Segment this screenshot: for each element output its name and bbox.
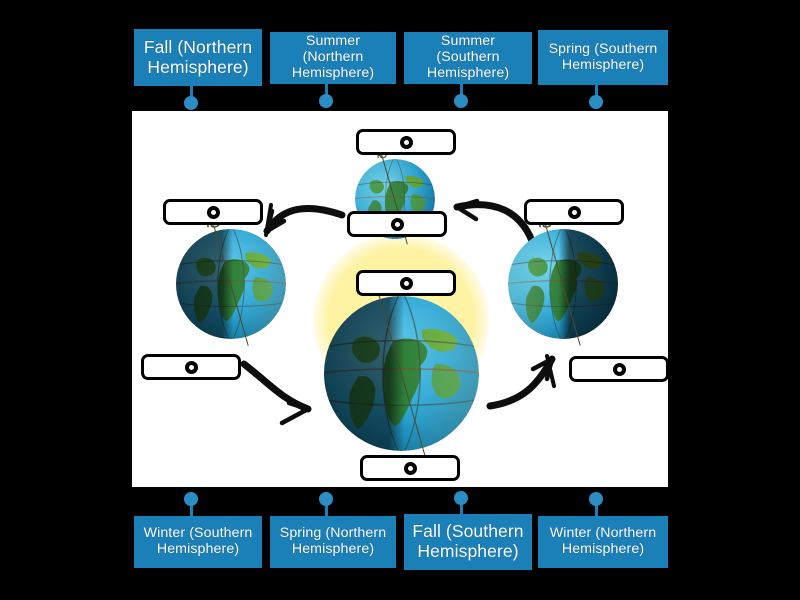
- ring-icon: [403, 461, 417, 475]
- ring-icon: [399, 135, 413, 149]
- season-label-chip[interactable]: Spring (Southern Hemisphere): [538, 30, 668, 85]
- globe-surface: [324, 296, 479, 451]
- earth-globe: [324, 281, 479, 461]
- dropzone-center[interactable]: [356, 270, 456, 296]
- ring-icon: [567, 205, 581, 219]
- season-label-chip[interactable]: Fall (Southern Hemisphere): [404, 514, 532, 570]
- orbit-arrow-bottom-right: [486, 354, 556, 410]
- dropzone-bottom[interactable]: [360, 455, 460, 481]
- label-connector: [184, 492, 198, 518]
- label-connector: [319, 84, 333, 108]
- dot-icon: [589, 95, 603, 109]
- label-connector: [589, 85, 603, 109]
- diagram-panel: [131, 110, 669, 488]
- dropzone-right-upper[interactable]: [524, 199, 624, 225]
- connector-stalk: [325, 502, 328, 516]
- dropzone-left-upper[interactable]: [163, 199, 263, 225]
- connector-stalk: [190, 502, 193, 516]
- globe-surface: [508, 229, 618, 339]
- dot-icon: [454, 94, 468, 108]
- season-label-chip[interactable]: Summer (Southern Hemisphere): [404, 32, 532, 84]
- connector-stalk: [325, 84, 328, 98]
- dot-icon: [184, 492, 198, 506]
- connector-stalk: [460, 501, 463, 514]
- earth-globe: [176, 218, 286, 346]
- connector-stalk: [460, 84, 463, 98]
- dropzone-right-lower[interactable]: [569, 356, 668, 382]
- label-connector: [319, 492, 333, 518]
- season-label-chip[interactable]: Winter (Northern Hemisphere): [538, 516, 668, 568]
- label-connector: [184, 86, 198, 110]
- dot-icon: [319, 94, 333, 108]
- ring-icon: [612, 362, 626, 376]
- orbit-arrow-top-right: [453, 198, 536, 245]
- season-label-chip[interactable]: Summer (Northern Hemisphere): [270, 32, 396, 84]
- globe-surface: [176, 229, 286, 339]
- season-label-chip[interactable]: Fall (Northern Hemisphere): [134, 29, 262, 86]
- label-connector: [589, 492, 603, 518]
- orbit-arrow-bottom-left: [240, 360, 312, 426]
- ring-icon: [399, 276, 413, 290]
- dropzone-top-above[interactable]: [356, 129, 456, 155]
- connector-stalk: [190, 86, 193, 100]
- ring-icon: [390, 217, 404, 231]
- dropzone-top-below[interactable]: [347, 211, 447, 237]
- dot-icon: [454, 491, 468, 505]
- ring-icon: [184, 360, 198, 374]
- dropzone-left-lower[interactable]: [141, 354, 241, 380]
- orbit-arrow-top-left: [263, 203, 346, 237]
- dot-icon: [184, 96, 198, 110]
- label-connector: [454, 84, 468, 108]
- season-label-chip[interactable]: Spring (Northern Hemisphere): [270, 516, 396, 568]
- dot-icon: [589, 492, 603, 506]
- connector-stalk: [595, 502, 598, 516]
- ring-icon: [206, 205, 220, 219]
- earth-globe: [508, 218, 618, 346]
- dot-icon: [319, 492, 333, 506]
- connector-stalk: [595, 85, 598, 99]
- season-label-chip[interactable]: Winter (Southern Hemisphere): [134, 516, 262, 568]
